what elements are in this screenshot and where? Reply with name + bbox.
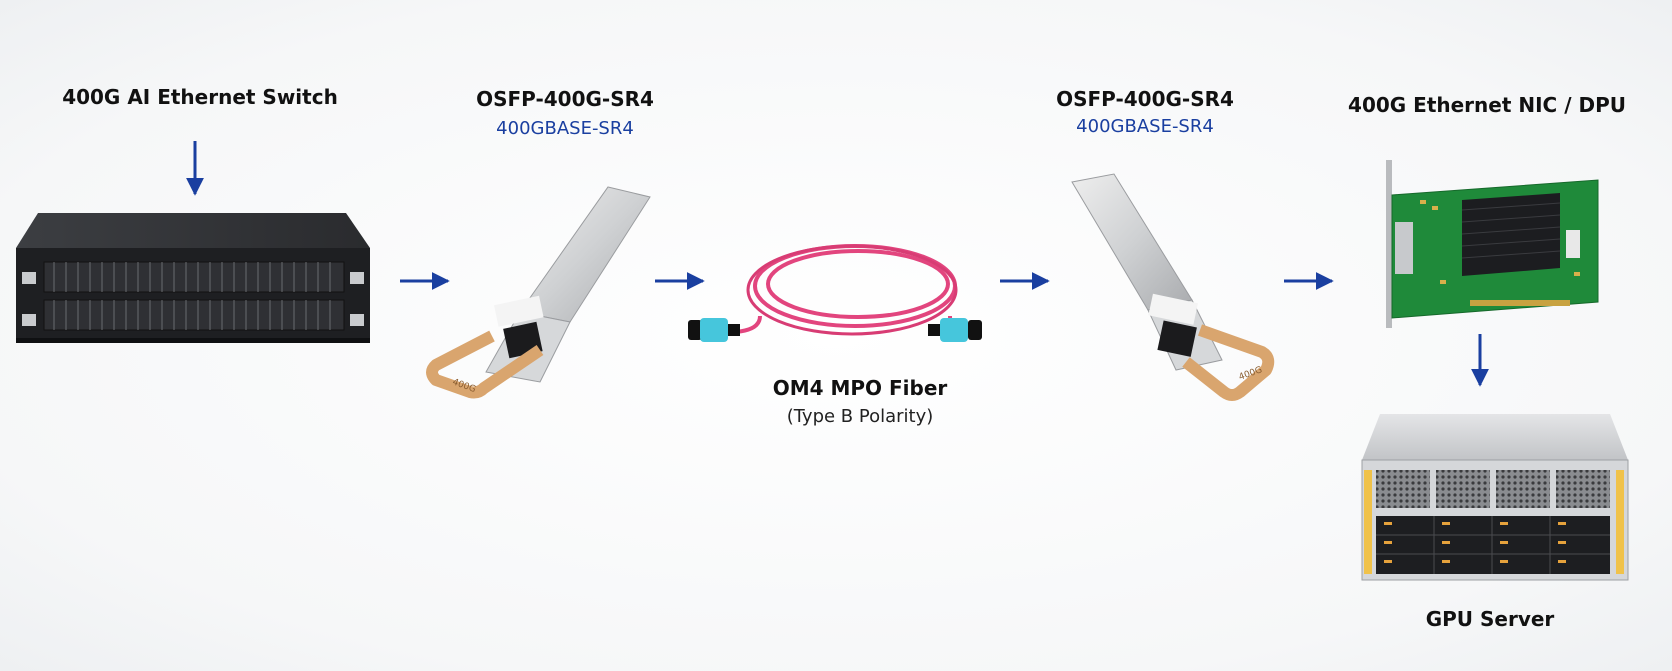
module-left-title: OSFP-400G-SR4 [476,87,654,111]
module-right-subtitle: 400GBASE-SR4 [1076,116,1214,137]
mpo-connector-left [688,318,740,342]
mpo-connector-right [928,318,982,342]
gpu-server-label: GPU Server [1425,607,1555,631]
mpo-fiber-cable-image [688,244,982,342]
module-right-title: OSFP-400G-SR4 [1056,87,1234,111]
nic-dpu-card-image [1386,160,1599,328]
fiber-label: OM4 MPO Fiber [772,376,948,400]
osfp-module-right-image: 400G [1071,173,1275,401]
nic-dpu-label: 400G Ethernet NIC / DPU [1348,93,1626,117]
osfp-module-left-image: 400G [426,186,651,399]
ethernet-switch-image [16,213,370,343]
switch-label: 400G AI Ethernet Switch [62,85,338,109]
module-left-subtitle: 400GBASE-SR4 [496,118,634,139]
fiber-polarity-label: (Type B Polarity) [786,406,934,427]
gpu-server-image [1361,414,1629,581]
